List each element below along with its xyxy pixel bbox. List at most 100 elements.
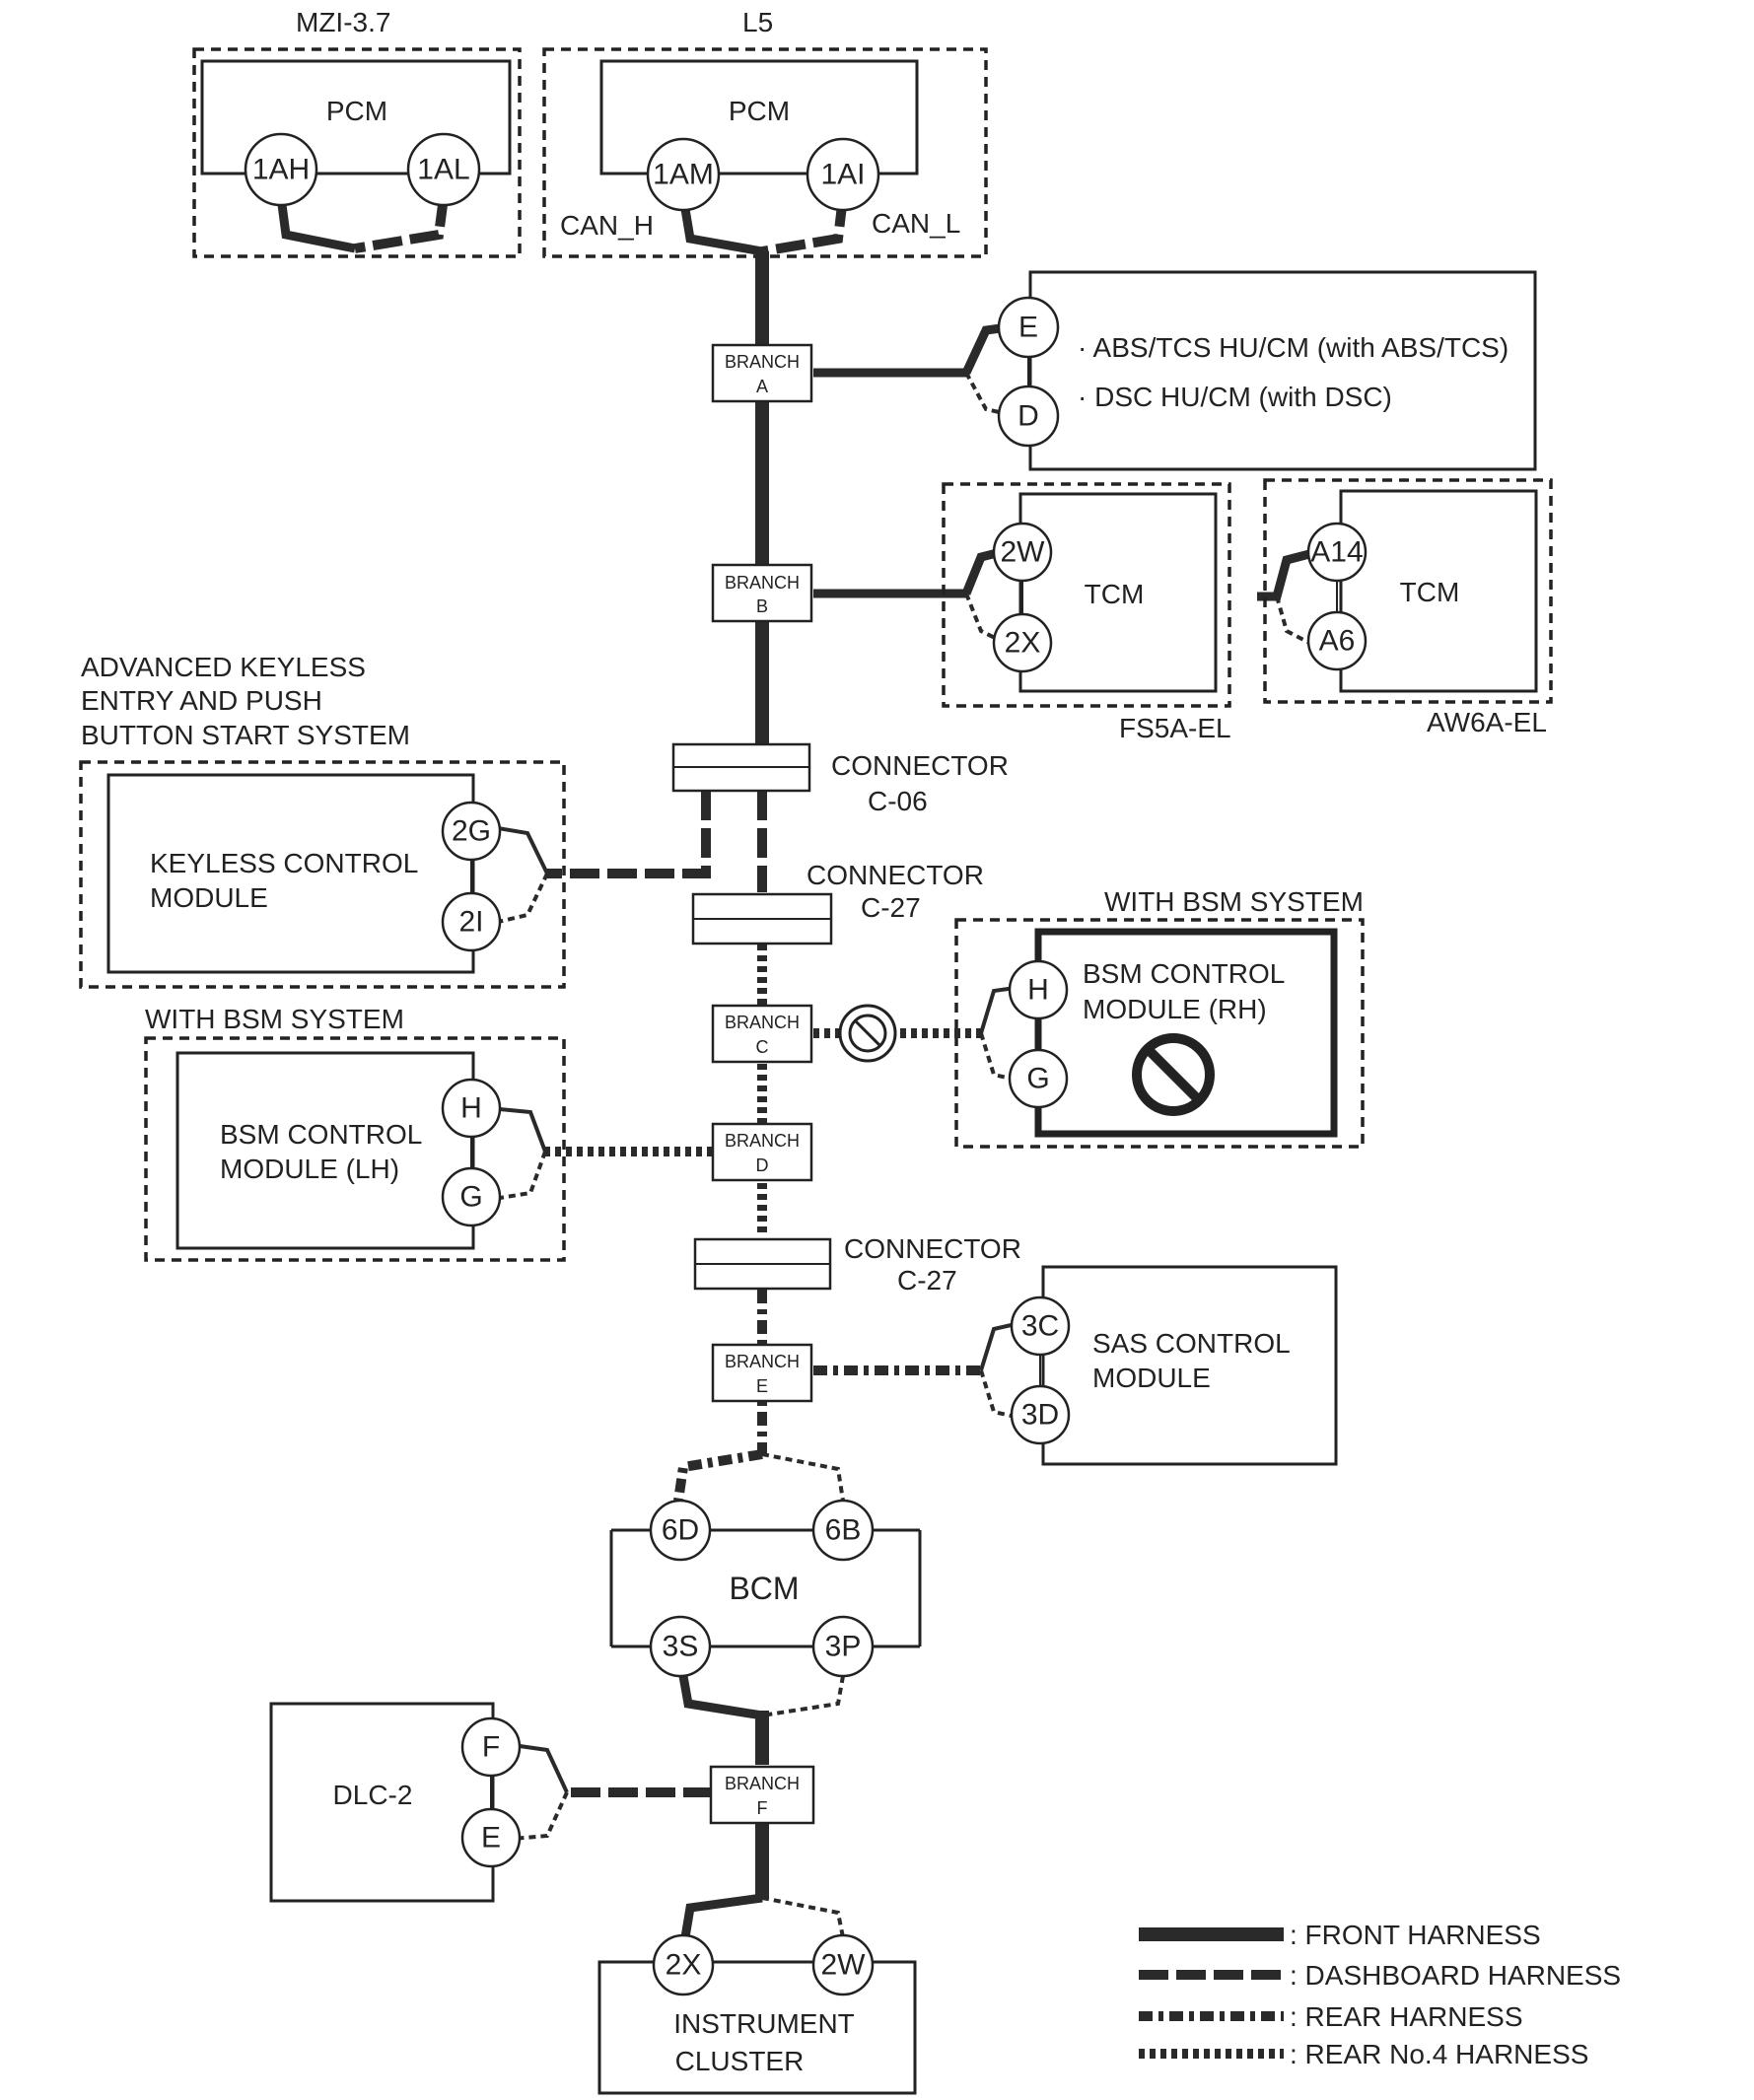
pin-circle [441,801,502,862]
keyless-dashboard-stub [547,868,711,878]
pin-circle [992,612,1053,673]
pcm-mzi-module-box [200,59,512,175]
prohibited-icon [1132,1033,1215,1116]
cluster-title-line1: INSTRUMENT [673,2008,855,2039]
bsm-lh-can-h-wire [499,1107,547,1153]
branch-letter: F [757,1798,768,1818]
bsm-lh-can-l-wire [499,1151,547,1200]
branch-c: BRANCH C [711,1004,813,1064]
pcm-mzi-dashed-frame [192,47,522,258]
tcm-aw-can-l-wire [1275,595,1310,645]
keyless-can-l-wire [497,873,549,924]
dlc-module-box [269,1702,495,1903]
bcm-in-h-wire [673,1449,763,1502]
legend-label: : REAR No.4 HARNESS [1290,2039,1588,2069]
tcm-fs-module-box [1018,492,1218,693]
pin-label: 3C [1021,1310,1059,1343]
adv-keyless-line1: ADVANCED KEYLESS [81,652,366,682]
tcm-aw-module-box [1339,489,1538,693]
with-bsm-lh-label: WITH BSM SYSTEM [145,1004,404,1034]
pin-circle [1008,1048,1069,1109]
pin-label: G [1026,1063,1049,1095]
branch-a-box [711,343,813,403]
branch-e: BRANCH E [711,1343,813,1403]
pin-label: 2W [1001,536,1046,569]
can-h-label: CAN_H [560,210,654,241]
bsm-rh-can-h-wire [979,986,1017,1034]
branch-word: BRANCH [725,1013,800,1032]
pcm-mzi-can-l-wire [354,196,449,253]
branch-word: BRANCH [725,1352,800,1371]
branch-word: BRANCH [725,1774,800,1793]
pin-circle [1010,1384,1071,1445]
pin-circle [649,1499,712,1562]
legend: : FRONT HARNESS : DASHBOARD HARNESS : RE… [1139,1920,1621,2069]
branch-word: BRANCH [725,1131,800,1151]
cluster-can-h-wire [680,1893,763,1938]
can-l-label: CAN_L [872,208,960,239]
bcm-group: BCM 6D 6B 3S 3P [609,1449,922,1720]
branch-letter: E [756,1376,768,1396]
with-bsm-rh-label: WITH BSM SYSTEM [1104,886,1364,917]
pin-label: H [460,1092,482,1125]
connector-c27-upper: CONNECTOR C-27 [691,860,984,945]
connector-c27-lower: CONNECTOR C-27 [693,1233,1021,1295]
pcm-mzi-can-h-wire [276,196,356,253]
pin-label: 2I [458,906,483,939]
pin-circle [997,296,1060,359]
branch-letter: D [756,1155,769,1175]
legend-label: : REAR HARNESS [1290,2001,1523,2032]
branch-letter: B [756,596,768,616]
tcm-aw6a-group: A14 A6 TCM AW6A-EL [1257,478,1553,737]
connector-c27-lower-id: C-27 [897,1265,957,1295]
adv-keyless-line2: ENTRY AND PUSH [81,685,322,716]
branch-d-box [711,1122,813,1182]
tcm-fs-dashed-frame [942,482,1231,708]
pin-label: 3P [825,1631,862,1663]
branch-b: BRANCH B [711,563,813,623]
pin-label: 3S [663,1631,699,1663]
sas-can-l-wire [979,1369,1017,1419]
dlc-can-h-wire [512,1743,569,1793]
pin-circle [1306,610,1368,671]
bcm-out-l-wire [761,1675,845,1717]
pin-label: D [1017,400,1039,433]
bcm-out-h-wire [678,1675,763,1720]
connector-word: CONNECTOR [844,1233,1021,1264]
tcm-aw-title: TCM [1400,577,1460,607]
pin-circle [441,1078,502,1139]
pin-circle [646,137,721,212]
pin-circle [1010,1295,1071,1357]
dlc-title: DLC-2 [333,1780,413,1810]
bsm-lh-title-line1: BSM CONTROL [220,1119,422,1150]
branch-e-box [711,1343,813,1403]
pin-circle [811,1615,875,1678]
pin-label: E [1018,312,1038,344]
pcm-mzi-group: MZI-3.7 PCM 1AH 1AL [192,7,522,258]
pin-label: G [459,1181,482,1214]
pin-circle [806,137,880,212]
bsm-lh-module-box [175,1051,475,1250]
pin-label: 1AI [820,159,865,191]
pin-circle [441,891,502,952]
branch-letter: C [756,1037,769,1057]
variant-mzi-label: MZI-3.7 [296,7,390,37]
pin-label: 6B [825,1514,862,1547]
pin-label: 1AH [252,154,310,186]
pin-label: 2X [666,1949,702,1982]
pin-circle [649,1615,712,1678]
pin-circle [811,1499,875,1562]
abs-can-l-wire [964,372,1009,416]
pin-label: 3D [1021,1399,1059,1432]
connector-word: CONNECTOR [831,750,1009,781]
pin-label: E [481,1822,501,1855]
sas-title-line2: MODULE [1092,1363,1211,1393]
pin-circle [811,1933,875,1996]
connector-word: CONNECTOR [807,860,984,890]
abs-module-box [1028,270,1537,471]
branch-f-box [709,1765,815,1825]
keyless-dashed-frame [79,760,566,989]
bcm-title: BCM [729,1571,799,1606]
abs-tcs-label: · ABS/TCS HU/CM (with ABS/TCS) [1078,332,1508,363]
